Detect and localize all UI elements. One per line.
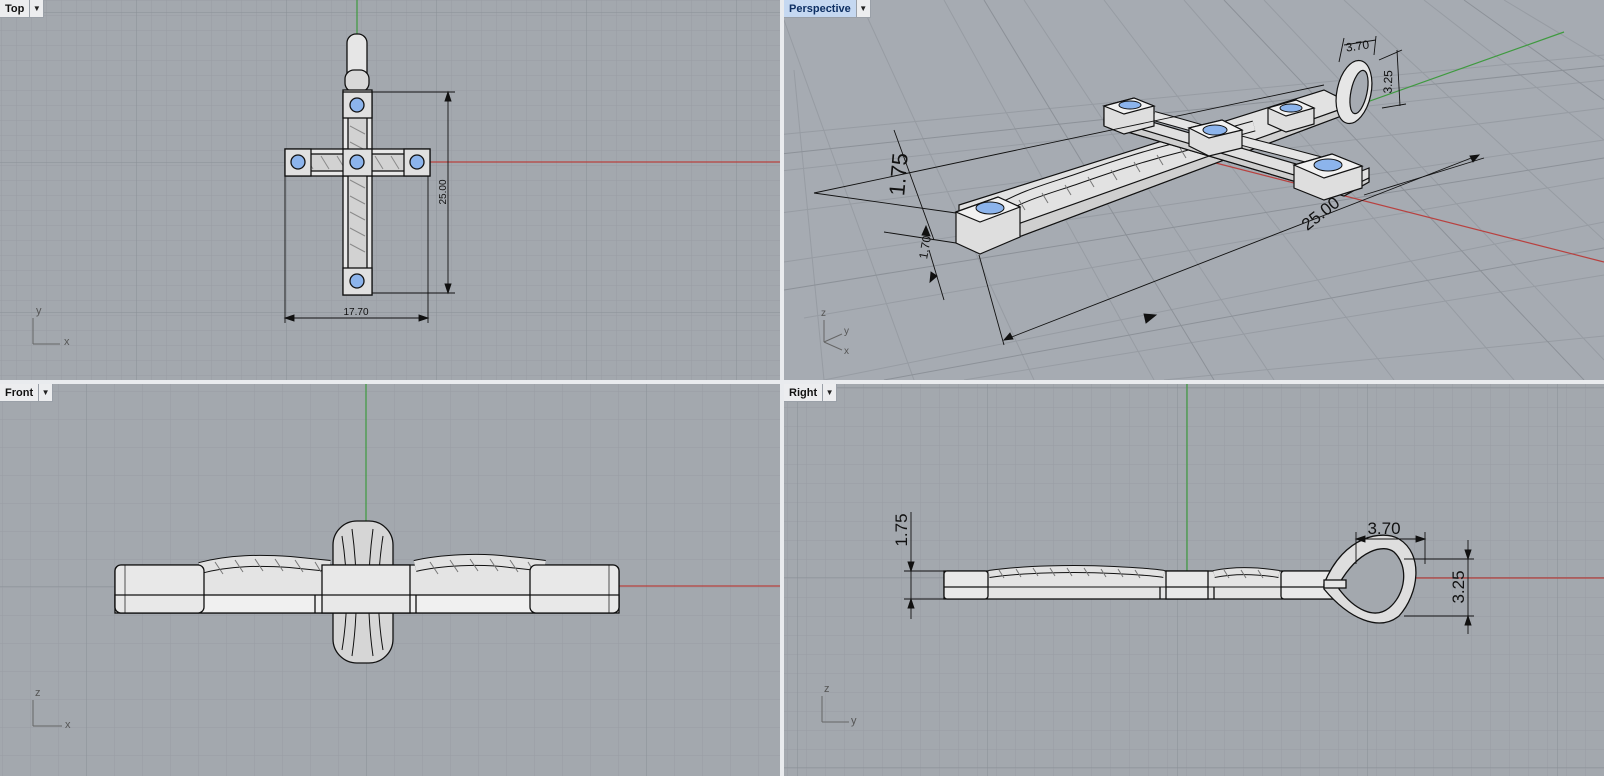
gems-top bbox=[290, 97, 425, 289]
svg-text:x: x bbox=[844, 346, 849, 357]
axis-widget-front bbox=[32, 700, 62, 727]
dimension-right-thickness bbox=[904, 512, 944, 619]
viewport-right[interactable]: 1.75 3.70 3.25 z y Right ▼ bbox=[784, 384, 1604, 776]
svg-text:y: y bbox=[36, 305, 42, 317]
dim-persp-base-text: 1.70 bbox=[916, 234, 934, 260]
perspective-grid bbox=[784, 0, 1604, 380]
viewport-top[interactable]: 25.00 17.70 y x Top ▼ bbox=[0, 0, 780, 380]
viewport-perspective[interactable]: 25.00 1.75 1.70 3.70 3.25 z y bbox=[784, 0, 1604, 380]
viewport-label-right[interactable]: Right ▼ bbox=[784, 384, 838, 402]
svg-text:y: y bbox=[844, 326, 849, 337]
cross-pendant-top bbox=[284, 33, 431, 296]
perspective-canvas[interactable]: 25.00 1.75 1.70 3.70 3.25 z y bbox=[784, 0, 1604, 380]
right-canvas[interactable]: 1.75 3.70 3.25 z y bbox=[784, 384, 1604, 776]
viewport-label-top[interactable]: Top ▼ bbox=[0, 0, 45, 18]
axis-widget-top bbox=[32, 318, 60, 345]
dimension-right-loop bbox=[1354, 532, 1474, 634]
cross-pendant-front bbox=[114, 520, 620, 664]
dimension-persp-thickness bbox=[813, 84, 1325, 301]
dim-top-width-text: 17.70 bbox=[343, 307, 368, 318]
dim-right-loop-width-text: 3.70 bbox=[1367, 519, 1400, 538]
x-axis-line bbox=[1203, 159, 1604, 263]
cross-pendant-perspective bbox=[954, 59, 1373, 255]
gems-perspective bbox=[975, 100, 1343, 215]
dimension-persp-length bbox=[978, 154, 1485, 346]
viewport-splitter-vertical[interactable] bbox=[780, 0, 784, 776]
viewport-label-perspective[interactable]: Perspective ▼ bbox=[784, 0, 871, 18]
dim-right-loop-height-text: 3.25 bbox=[1449, 570, 1468, 603]
dropdown-arrow-icon[interactable]: ▼ bbox=[39, 384, 54, 402]
svg-text:z: z bbox=[824, 683, 830, 695]
front-canvas[interactable]: z x bbox=[0, 384, 780, 776]
dropdown-arrow-icon[interactable]: ▼ bbox=[823, 384, 838, 402]
dim-right-thickness-text: 1.75 bbox=[892, 513, 911, 546]
svg-text:z: z bbox=[821, 308, 826, 319]
dim-persp-loop-height-text: 3.25 bbox=[1381, 70, 1396, 94]
dim-top-height-text: 25.00 bbox=[438, 179, 449, 204]
dim-persp-thickness-text: 1.75 bbox=[884, 152, 913, 197]
viewport-front[interactable]: z x Front ▼ bbox=[0, 384, 780, 776]
dropdown-arrow-icon[interactable]: ▼ bbox=[856, 0, 871, 18]
top-canvas[interactable]: 25.00 17.70 y x bbox=[0, 0, 780, 380]
dimension-persp-loop bbox=[1338, 35, 1407, 109]
dropdown-arrow-icon[interactable]: ▼ bbox=[30, 0, 45, 18]
svg-text:z: z bbox=[35, 687, 41, 699]
dimension-top-height bbox=[369, 90, 455, 295]
viewport-splitter-horizontal[interactable] bbox=[0, 380, 1604, 384]
axis-widget-perspective bbox=[823, 320, 843, 351]
svg-text:x: x bbox=[65, 719, 71, 731]
dim-persp-loop-width-text: 3.70 bbox=[1345, 37, 1370, 54]
svg-text:y: y bbox=[851, 715, 857, 727]
axis-widget-right bbox=[821, 696, 849, 723]
viewport-label-front[interactable]: Front ▼ bbox=[0, 384, 54, 402]
svg-text:x: x bbox=[64, 336, 70, 348]
cross-pendant-right bbox=[943, 534, 1417, 624]
dimension-top-width bbox=[283, 176, 430, 323]
